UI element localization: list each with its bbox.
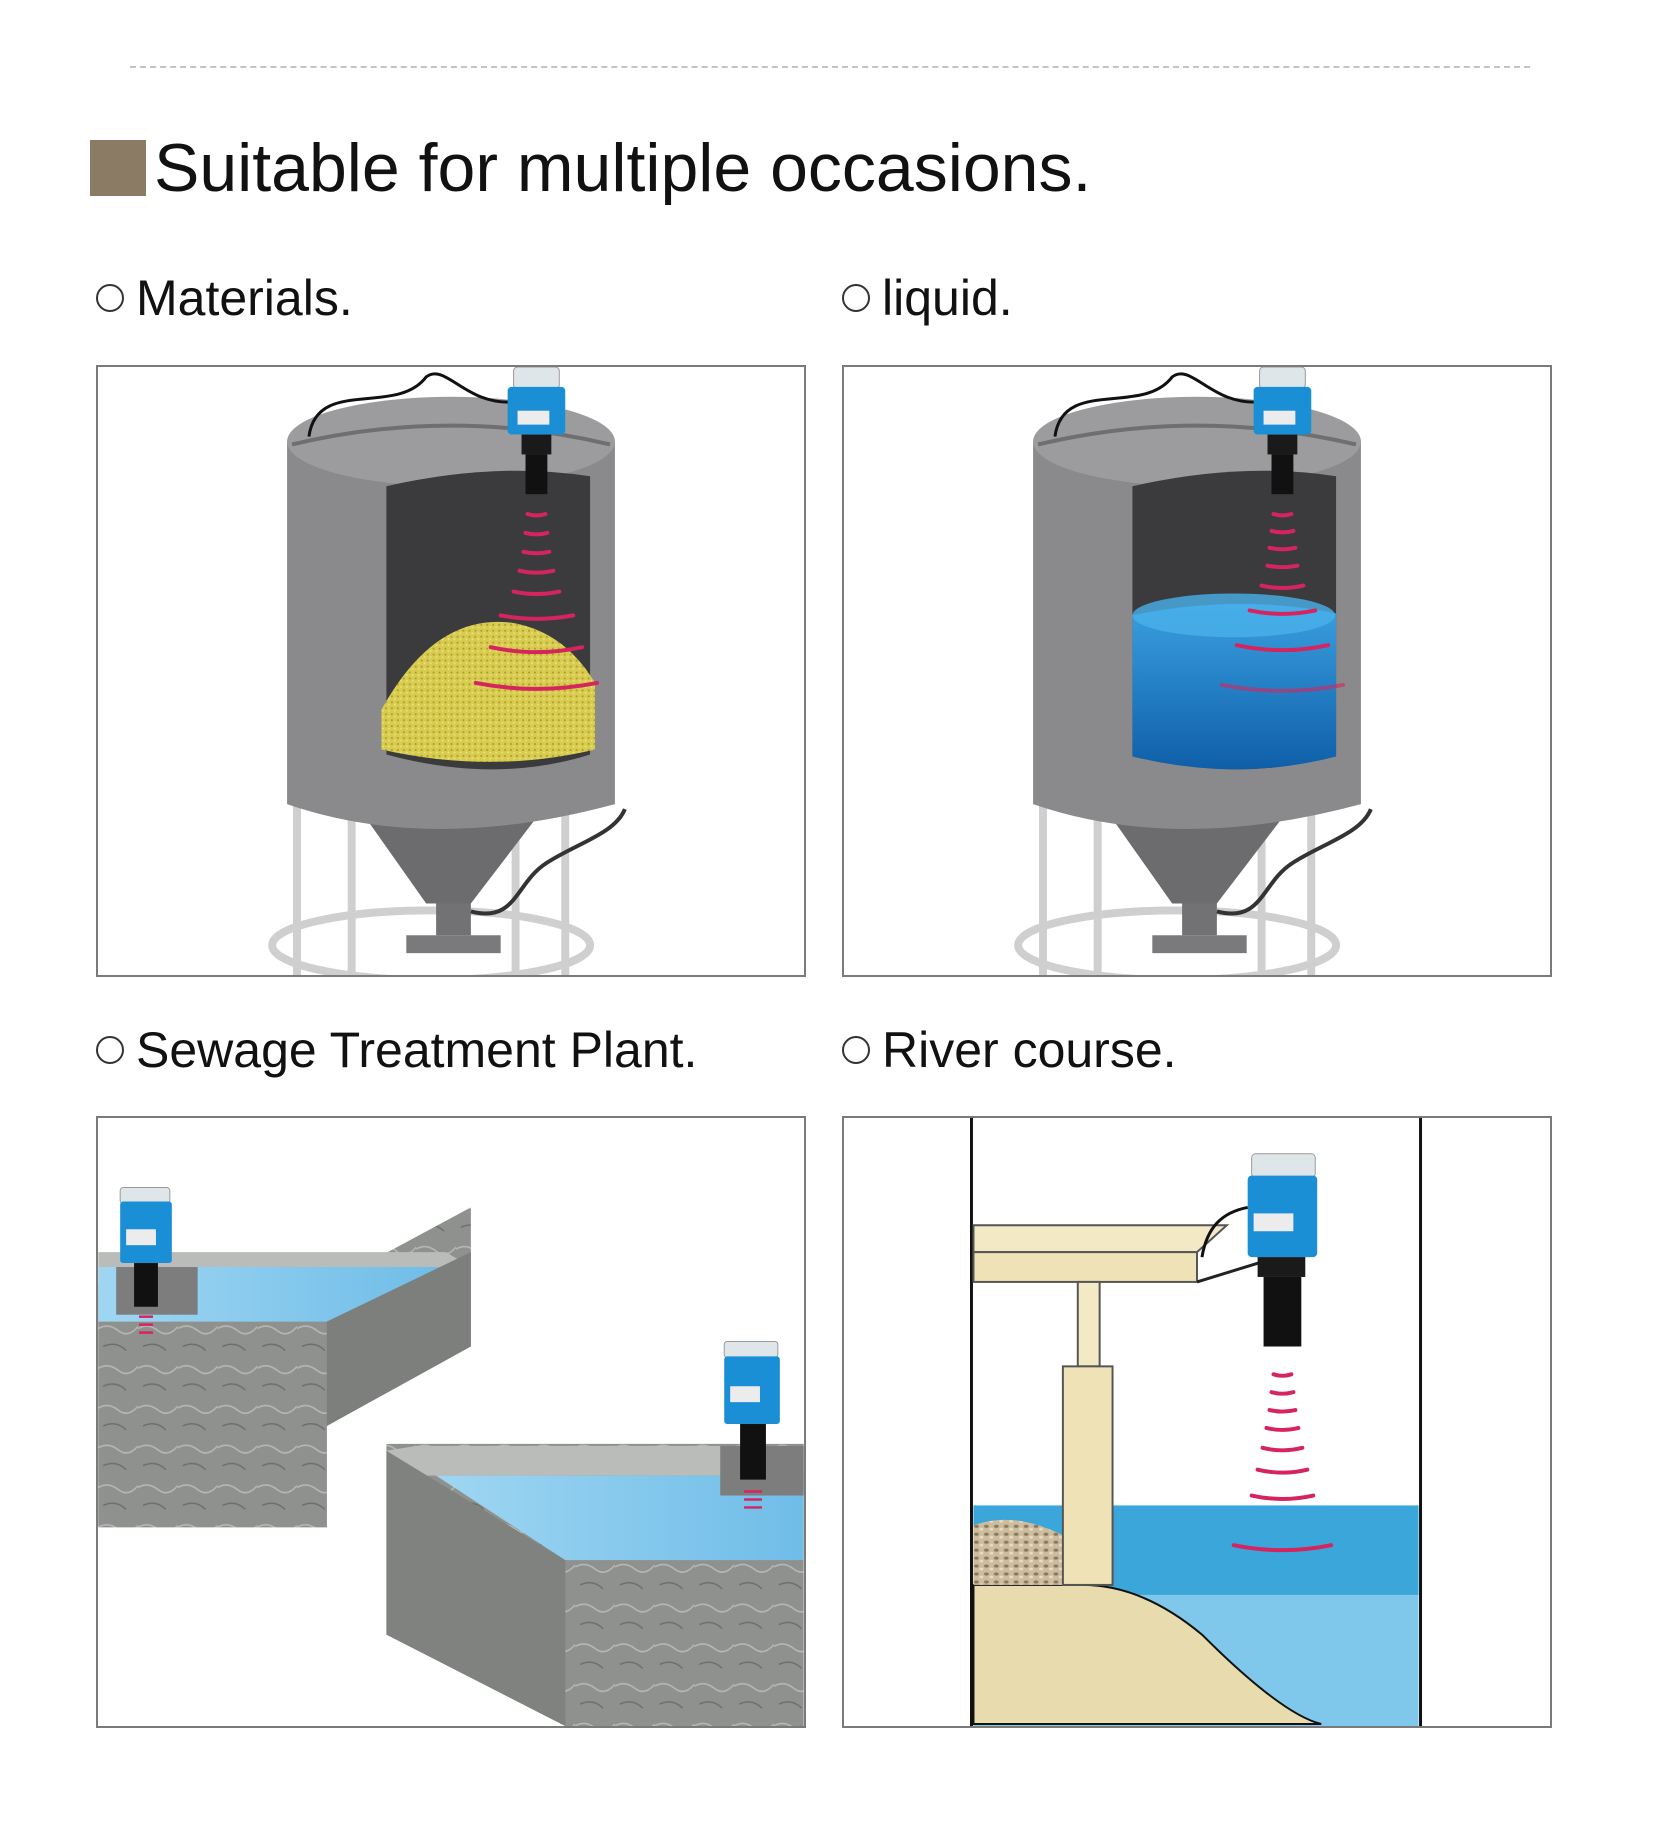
caption-label: Sewage Treatment Plant.	[136, 1022, 698, 1078]
dashed-divider	[130, 66, 1530, 68]
silo-material-illustration	[268, 367, 627, 975]
radio-circle-icon	[96, 1036, 124, 1064]
silo-liquid-illustration	[1014, 367, 1373, 975]
caption-label: liquid.	[882, 270, 1013, 326]
section-heading: Suitable for multiple occasions.	[90, 134, 1091, 202]
caption-materials: Materials.	[96, 268, 353, 328]
illustration-sewage	[96, 1116, 806, 1728]
caption-label: River course.	[882, 1022, 1177, 1078]
river-channel-illustration	[969, 1118, 1423, 1726]
sewage-tanks-illustration	[98, 1187, 804, 1726]
caption-river: River course.	[842, 1020, 1177, 1080]
section-title: Suitable for multiple occasions.	[154, 130, 1092, 206]
illustration-liquid	[842, 365, 1552, 977]
caption-liquid: liquid.	[842, 268, 1013, 328]
radio-circle-icon	[842, 1036, 870, 1064]
illustration-river	[842, 1116, 1552, 1728]
radio-circle-icon	[842, 284, 870, 312]
illustration-materials	[96, 365, 806, 977]
radio-circle-icon	[96, 284, 124, 312]
caption-sewage: Sewage Treatment Plant.	[96, 1020, 697, 1080]
heading-accent-square	[90, 140, 146, 196]
caption-label: Materials.	[136, 270, 353, 326]
